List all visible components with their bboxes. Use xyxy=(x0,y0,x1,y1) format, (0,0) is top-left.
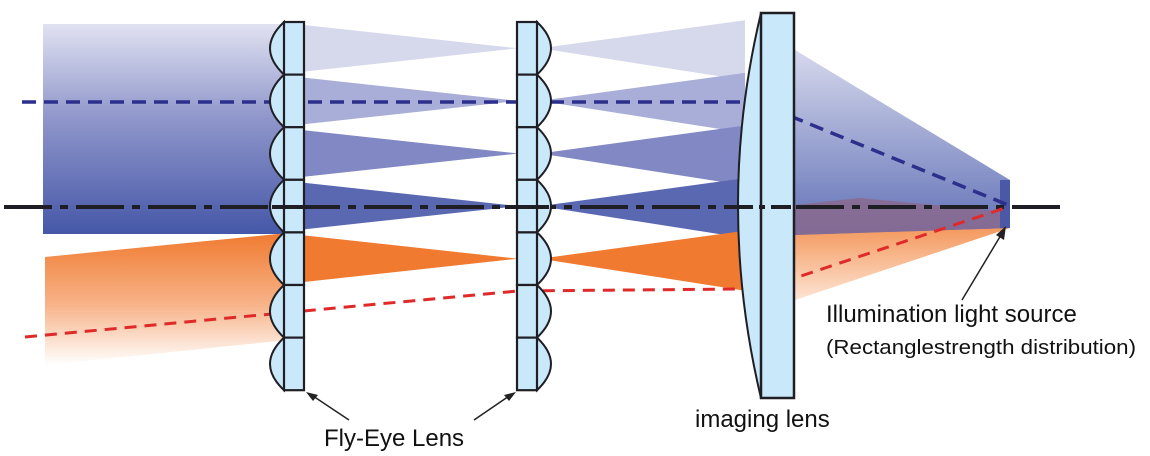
arrow-head-icon xyxy=(996,226,1006,240)
lenslet xyxy=(536,72,552,130)
lenslet-body xyxy=(515,73,539,129)
lenslet-body xyxy=(515,126,539,181)
fly-eye-arrow-1 xyxy=(309,393,350,421)
fly-eye-arrow-2 xyxy=(473,393,513,421)
imaging-lens-label: imaging lens xyxy=(695,406,830,433)
light-source-label: Illumination light source xyxy=(826,301,1077,328)
lenslet-body xyxy=(282,20,306,76)
lenslet xyxy=(536,230,552,288)
light-source-note: (Rectanglestrength distribution) xyxy=(826,337,1136,359)
beamlet-cone xyxy=(304,235,518,282)
lenslet-body xyxy=(515,283,539,339)
lenslet xyxy=(536,335,552,393)
arrow-head-icon xyxy=(306,392,318,401)
beamlet-cone xyxy=(304,77,518,125)
beamlet-cone xyxy=(304,25,518,72)
lenslet-body xyxy=(282,336,306,392)
converging-blue-fan xyxy=(795,50,1010,245)
beamlet-cone xyxy=(304,130,518,177)
lenslet-body xyxy=(282,231,306,287)
incident-blue-beam xyxy=(43,24,288,234)
converging-orange-fan xyxy=(795,228,1010,300)
lenslet-body xyxy=(515,336,539,392)
beamlet-cone xyxy=(540,20,745,81)
light-source-arrow xyxy=(961,229,1005,301)
beamlet-cone xyxy=(540,230,745,291)
lenslet-body xyxy=(282,283,306,339)
label-arrows xyxy=(306,226,1006,421)
fly-eye-lens-1 xyxy=(269,19,316,393)
lenslet xyxy=(269,335,285,393)
lenslet xyxy=(536,19,552,77)
arrow-head-icon xyxy=(504,392,516,401)
chief-ray-red xyxy=(24,205,1009,339)
lenslet-body xyxy=(282,73,306,129)
lenslet-body xyxy=(282,126,306,181)
beamlet-cone xyxy=(540,125,745,186)
lenslet xyxy=(536,282,552,340)
beamlets-to-imaging-lens xyxy=(540,20,745,291)
beamlets-between-fly-eye-lenses xyxy=(304,25,518,282)
lenslet xyxy=(536,124,552,183)
fly-eye-lens-2 xyxy=(505,19,552,393)
incident-orange-beam xyxy=(45,233,288,365)
fly-eye-lens-label: Fly-Eye Lens xyxy=(324,425,464,452)
lenslet-body xyxy=(515,231,539,287)
imaging-lens xyxy=(733,11,796,400)
lenslet-body xyxy=(515,20,539,76)
